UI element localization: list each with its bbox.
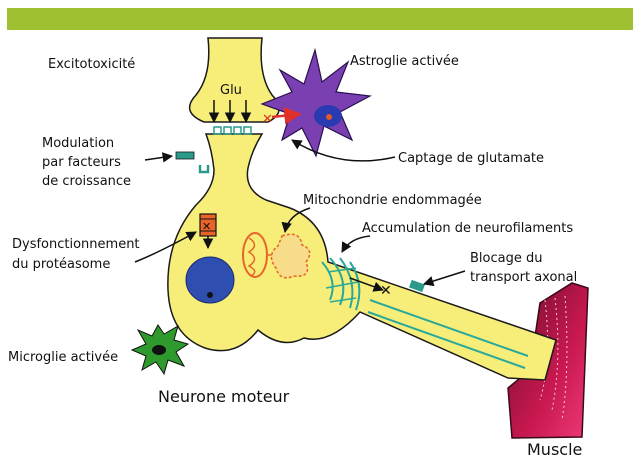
- transport-block-mark: ✕: [380, 283, 392, 299]
- label-axonal-2: transport axonal: [470, 270, 577, 285]
- label-microglia: Microglie activée: [8, 350, 118, 365]
- presynaptic-terminal: [190, 38, 280, 122]
- label-modulation-1: Modulation: [42, 136, 114, 151]
- label-proteasome-2: du protéasome: [12, 257, 110, 272]
- uptake-block-mark: ✕: [262, 112, 273, 127]
- label-motor-neuron: Neurone moteur: [158, 387, 290, 406]
- microglia-cell-icon: [132, 325, 188, 374]
- glutamate-receptors: [214, 127, 251, 134]
- label-modulation-3: de croissance: [42, 174, 131, 189]
- nucleus-icon: [186, 257, 234, 303]
- label-glu: Glu: [220, 83, 242, 98]
- label-muscle: Muscle: [527, 440, 582, 459]
- svg-text:✕: ✕: [202, 220, 211, 233]
- label-proteasome-1: Dysfonctionnement: [12, 237, 140, 252]
- label-glutamate-uptake: Captage de glutamate: [398, 151, 544, 166]
- label-astroglia: Astroglie activée: [350, 54, 459, 69]
- label-neurofilaments: Accumulation de neurofilaments: [362, 221, 573, 236]
- label-axonal-1: Blocage du: [470, 251, 542, 266]
- label-excitotoxicity: Excitotoxicité: [48, 57, 135, 72]
- label-mitochondria: Mitochondrie endommagée: [303, 193, 482, 208]
- growth-factor-receptor-icon: [176, 152, 208, 172]
- label-modulation-2: par facteurs: [42, 155, 121, 170]
